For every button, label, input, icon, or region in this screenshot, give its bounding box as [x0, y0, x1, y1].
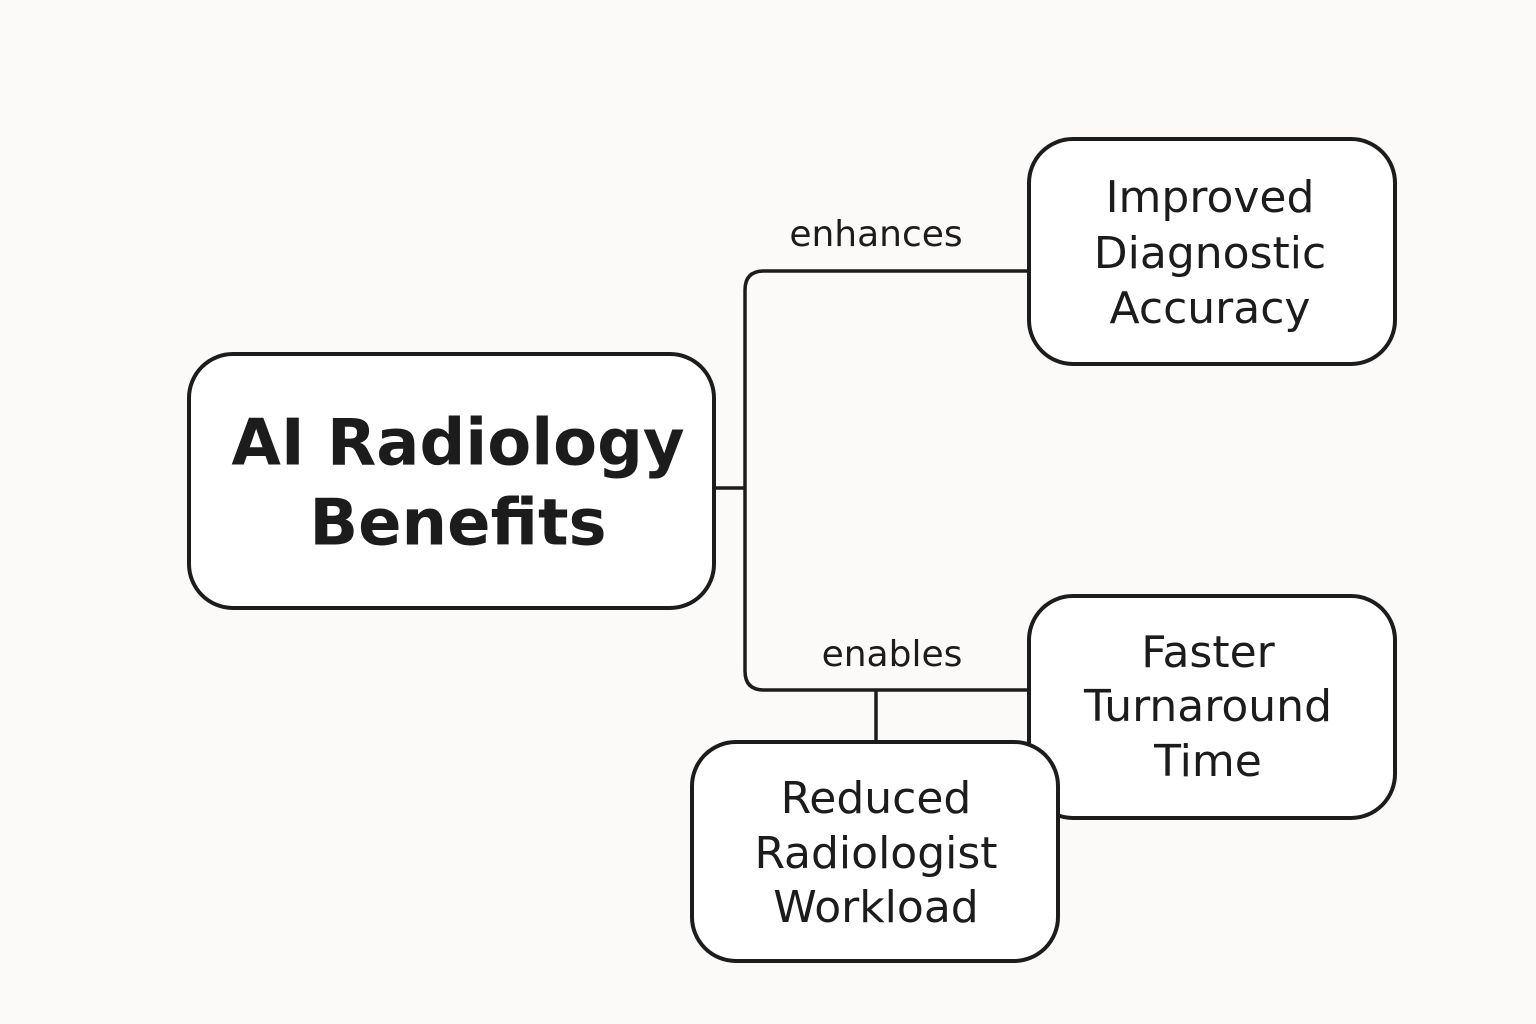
node-box-accuracy [1027, 137, 1397, 366]
node-accuracy-line-3: Accuracy [1110, 283, 1311, 334]
node-accuracy-line-2: Diagnostic [1094, 228, 1326, 279]
node-workload-line-1: Reduced [781, 773, 972, 824]
node-ai-radiology-benefits[interactable]: AI Radiology Benefits [187, 352, 716, 610]
node-box-workload [690, 740, 1060, 963]
node-workload-line-2: Radiologist [754, 828, 997, 879]
edge-label-enhances: enhances [789, 214, 962, 255]
connector-enhances [743, 269, 1030, 488]
node-workload-line-3: Workload [773, 882, 978, 933]
node-reduced-radiologist-workload[interactable]: Reduced Radiologist Workload [690, 740, 1060, 963]
node-faster-turnaround-time[interactable]: Faster Turnaround Time [1027, 594, 1397, 820]
node-turnaround-line-2: Turnaround [1083, 681, 1332, 732]
connector-enables [743, 488, 1030, 692]
node-box-root [187, 352, 716, 610]
node-turnaround-line-1: Faster [1141, 627, 1275, 678]
connectors [714, 269, 1030, 742]
node-root-line-1: AI Radiology [231, 407, 684, 481]
node-box-turnaround [1027, 594, 1397, 820]
node-improved-diagnostic-accuracy[interactable]: Improved Diagnostic Accuracy [1027, 137, 1397, 366]
node-accuracy-line-1: Improved [1106, 172, 1315, 223]
edge-label-enables: enables [822, 634, 963, 675]
node-root-line-2: Benefits [309, 487, 606, 561]
node-turnaround-line-3: Time [1153, 736, 1262, 787]
